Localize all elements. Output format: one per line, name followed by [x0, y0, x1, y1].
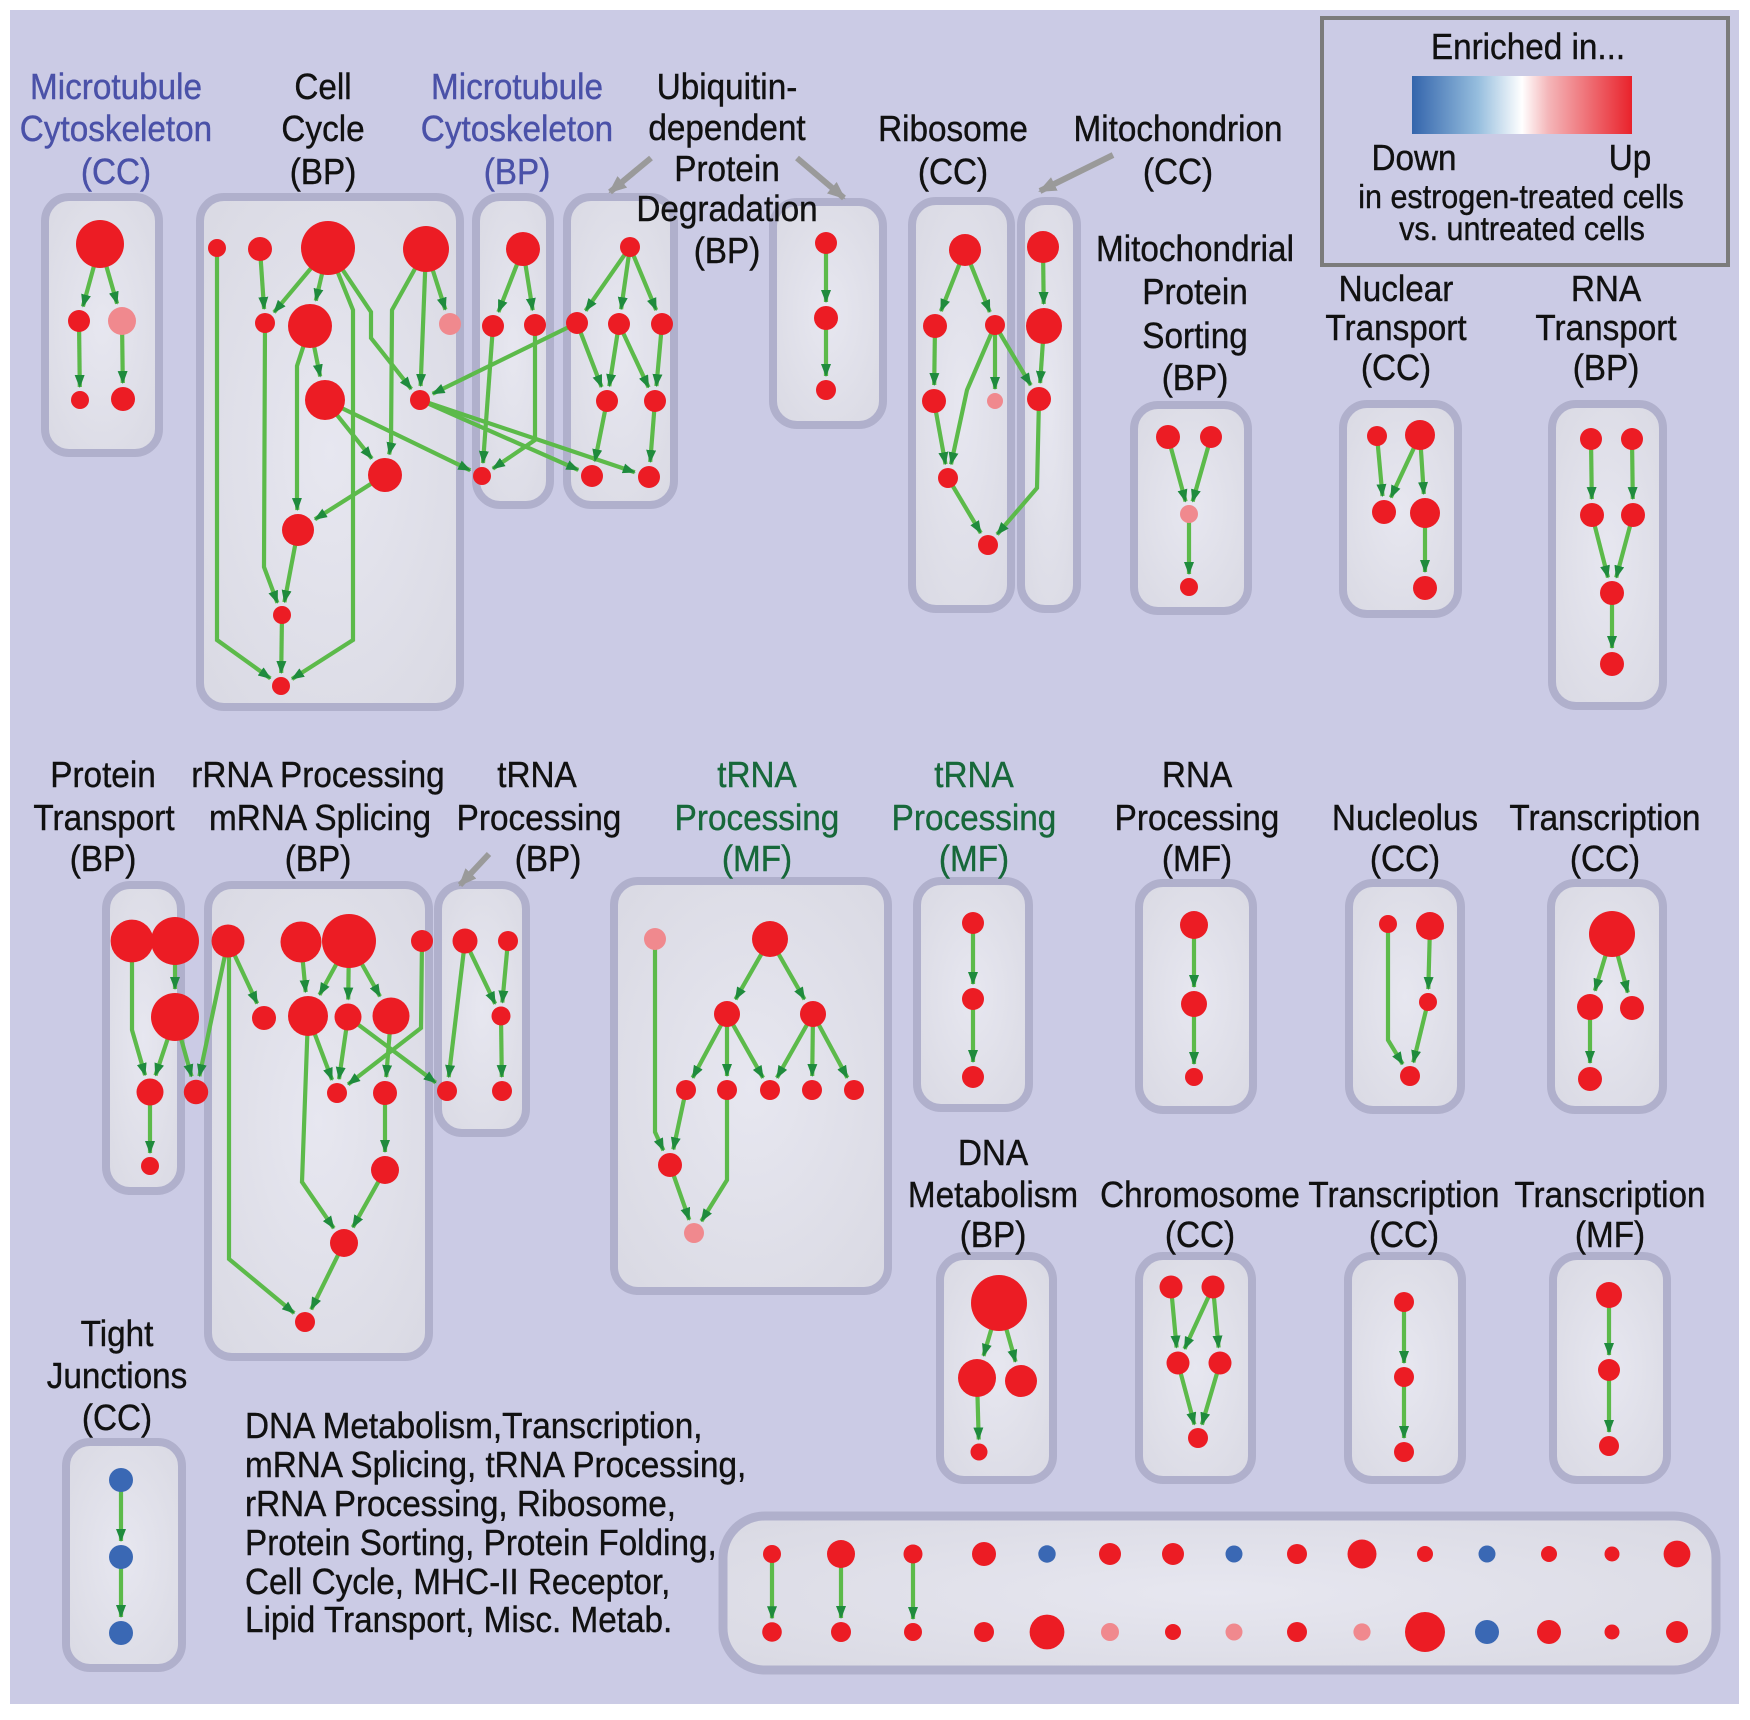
svg-text:(BP): (BP) — [484, 153, 551, 192]
svg-text:(MF): (MF) — [939, 840, 1009, 879]
svg-text:tRNA: tRNA — [934, 756, 1014, 795]
svg-text:RNA: RNA — [1571, 270, 1642, 309]
svg-text:(BP): (BP) — [515, 840, 582, 879]
svg-text:mRNA Splicing, tRNA Processing: mRNA Splicing, tRNA Processing, — [245, 1446, 746, 1485]
svg-text:mRNA Splicing: mRNA Splicing — [209, 799, 431, 838]
svg-text:Protein: Protein — [1142, 273, 1247, 312]
svg-text:Protein: Protein — [674, 150, 779, 189]
svg-text:(BP): (BP) — [70, 840, 137, 879]
svg-text:Microtubule: Microtubule — [30, 68, 202, 107]
svg-text:Processing: Processing — [457, 799, 622, 838]
svg-text:Microtubule: Microtubule — [431, 68, 603, 107]
svg-text:Nuclear: Nuclear — [1339, 270, 1454, 309]
svg-text:Processing: Processing — [892, 799, 1057, 838]
svg-text:tRNA: tRNA — [497, 756, 577, 795]
svg-text:(MF): (MF) — [1162, 840, 1232, 879]
svg-text:(CC): (CC) — [1143, 153, 1213, 192]
svg-text:(CC): (CC) — [1361, 349, 1431, 388]
svg-text:Transport: Transport — [1535, 309, 1677, 348]
svg-text:tRNA: tRNA — [717, 756, 797, 795]
svg-text:Transcription: Transcription — [1308, 1176, 1499, 1215]
svg-text:Junctions: Junctions — [47, 1357, 188, 1396]
svg-text:Mitochondrion: Mitochondrion — [1073, 110, 1282, 149]
svg-text:Ribosome: Ribosome — [878, 110, 1028, 149]
svg-text:DNA: DNA — [958, 1134, 1029, 1173]
svg-text:(BP): (BP) — [1573, 349, 1640, 388]
svg-text:Chromosome: Chromosome — [1100, 1176, 1300, 1215]
svg-text:Transport: Transport — [1325, 309, 1467, 348]
svg-text:Sorting: Sorting — [1142, 317, 1247, 356]
svg-text:Processing: Processing — [675, 799, 840, 838]
svg-text:(BP): (BP) — [290, 153, 357, 192]
svg-text:(CC): (CC) — [82, 1399, 152, 1438]
svg-text:Mitochondrial: Mitochondrial — [1096, 230, 1294, 269]
svg-text:(BP): (BP) — [285, 840, 352, 879]
svg-text:Ubiquitin-: Ubiquitin- — [657, 68, 798, 107]
svg-text:Cell Cycle, MHC-II Receptor,: Cell Cycle, MHC-II Receptor, — [245, 1563, 670, 1602]
svg-text:in estrogen-treated cells: in estrogen-treated cells — [1358, 178, 1684, 215]
svg-text:rRNA Processing, Ribosome,: rRNA Processing, Ribosome, — [245, 1485, 676, 1524]
svg-text:(CC): (CC) — [1570, 840, 1640, 879]
svg-text:Up: Up — [1609, 139, 1652, 178]
svg-text:vs. untreated cells: vs. untreated cells — [1399, 210, 1645, 247]
svg-text:(CC): (CC) — [1165, 1216, 1235, 1255]
svg-text:Metabolism: Metabolism — [908, 1176, 1078, 1215]
svg-text:(CC): (CC) — [918, 153, 988, 192]
svg-text:Transcription: Transcription — [1514, 1176, 1705, 1215]
svg-text:RNA: RNA — [1162, 756, 1233, 795]
svg-text:Cycle: Cycle — [281, 110, 364, 149]
svg-text:(MF): (MF) — [1575, 1216, 1645, 1255]
svg-text:Protein: Protein — [50, 756, 155, 795]
svg-text:Down: Down — [1371, 139, 1456, 178]
svg-text:Cell: Cell — [294, 68, 351, 107]
svg-text:Cytoskeleton: Cytoskeleton — [421, 110, 613, 149]
svg-text:DNA Metabolism,Transcription,: DNA Metabolism,Transcription, — [245, 1407, 702, 1446]
svg-text:rRNA Processing: rRNA Processing — [191, 756, 444, 795]
svg-text:(BP): (BP) — [960, 1216, 1027, 1255]
svg-text:Transport: Transport — [33, 799, 175, 838]
svg-text:Transcription: Transcription — [1509, 799, 1700, 838]
svg-text:(BP): (BP) — [1162, 359, 1229, 398]
svg-text:Tight: Tight — [81, 1315, 154, 1354]
svg-text:(CC): (CC) — [1370, 840, 1440, 879]
svg-text:(CC): (CC) — [81, 153, 151, 192]
svg-text:(BP): (BP) — [694, 232, 761, 271]
svg-text:dependent: dependent — [648, 109, 806, 148]
svg-text:(CC): (CC) — [1369, 1216, 1439, 1255]
svg-text:Lipid Transport, Misc. Metab.: Lipid Transport, Misc. Metab. — [245, 1601, 672, 1640]
svg-text:Enriched in...: Enriched in... — [1431, 28, 1625, 67]
svg-text:Cytoskeleton: Cytoskeleton — [20, 110, 212, 149]
svg-text:(MF): (MF) — [722, 840, 792, 879]
svg-text:Protein Sorting, Protein Foldi: Protein Sorting, Protein Folding, — [245, 1524, 717, 1563]
svg-text:Degradation: Degradation — [636, 190, 817, 229]
svg-text:Nucleolus: Nucleolus — [1332, 799, 1478, 838]
svg-text:Processing: Processing — [1115, 799, 1280, 838]
